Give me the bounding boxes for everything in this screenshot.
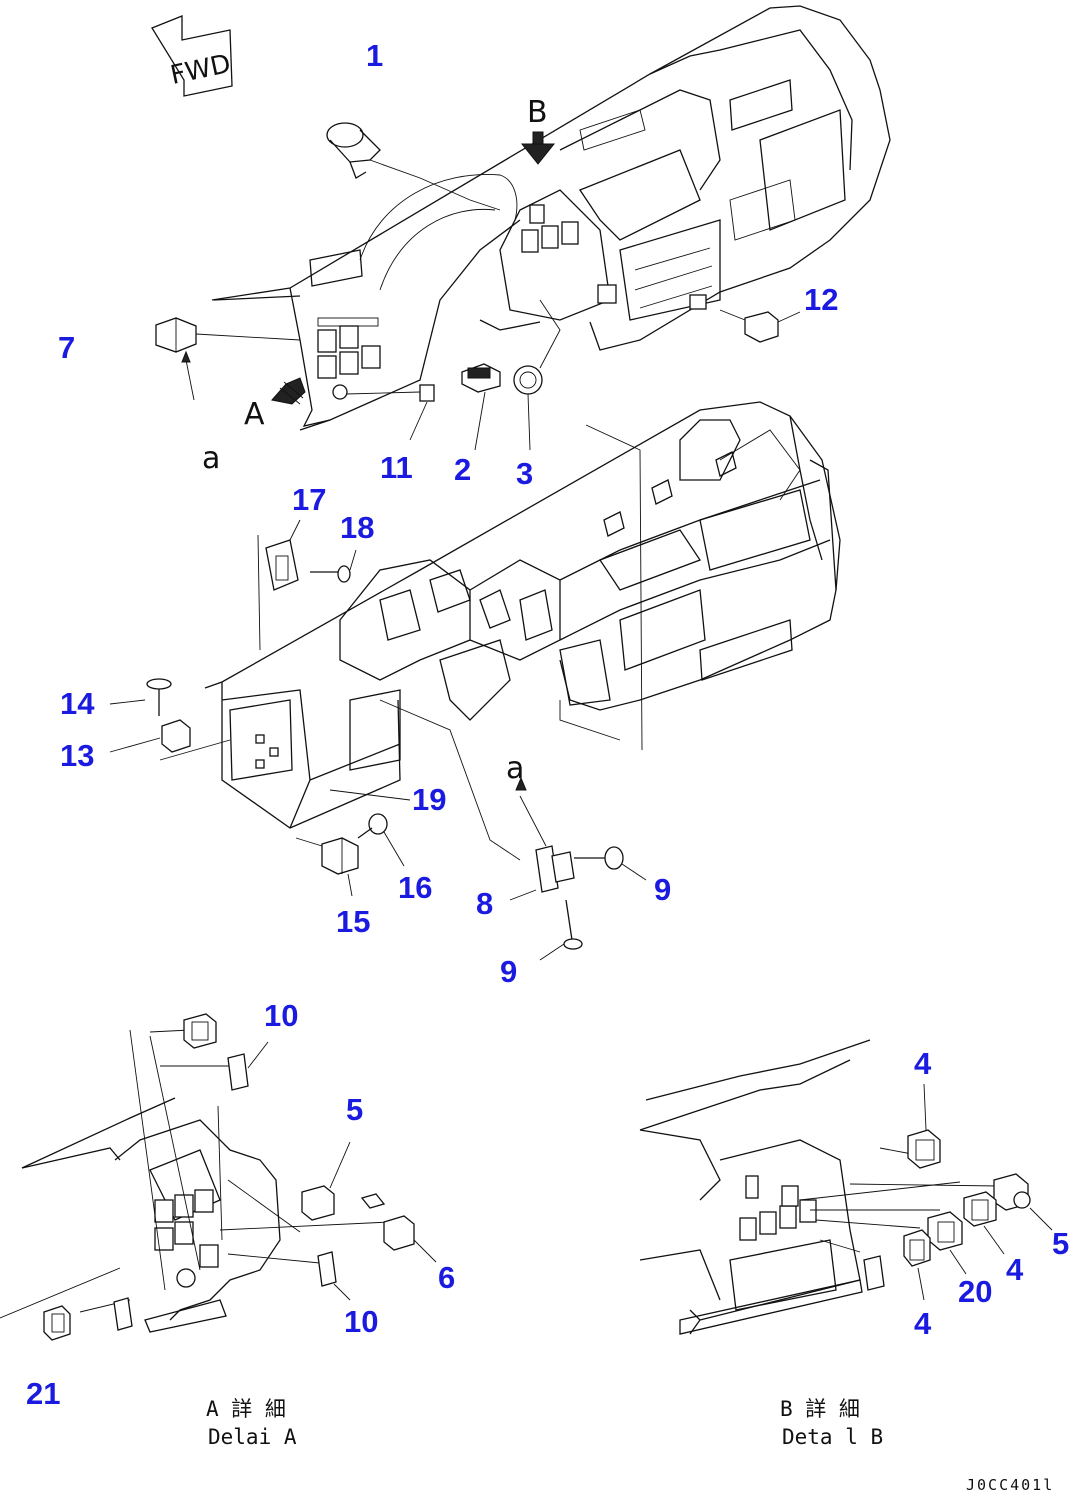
part-4-switch-low: [903, 1229, 931, 1301]
callout-7: 7: [58, 330, 75, 365]
fwd-marker: FWD: [151, 15, 234, 97]
drawing-code: J0CC401l: [966, 1476, 1054, 1494]
detail-b-view: [639, 1039, 1001, 1335]
part-21-switch: [43, 1297, 133, 1341]
part-16-screw: [357, 813, 405, 867]
part-7-switch: [155, 317, 301, 401]
detail-captions: A 詳 細 Delai A B 詳 細 Deta l B: [206, 1397, 883, 1449]
callout-18: 18: [340, 510, 374, 545]
part-10-cover-upper: [227, 1041, 269, 1091]
view-a-mark-bottom: a: [506, 751, 524, 786]
dashboard-cover-assembly: [211, 5, 891, 431]
part-18-screw: [310, 549, 357, 583]
callout-3: 3: [516, 456, 533, 491]
callout-10-lower: 10: [344, 1304, 378, 1339]
view-a-letter: A: [244, 397, 265, 432]
callout-19: 19: [412, 782, 446, 817]
part-14-screw: [109, 678, 172, 716]
part-13-clip: [109, 719, 191, 753]
part-5-switch-b: [993, 1173, 1053, 1231]
detail-b-caption-jp: B 詳 細: [780, 1397, 860, 1421]
part-17-bracket: [265, 519, 301, 591]
callout-16: 16: [398, 870, 432, 905]
part-10-cover-lower: [317, 1251, 351, 1301]
detail-b-caption-en: Deta l B: [782, 1425, 883, 1449]
part-9-screw-upper: [574, 846, 647, 881]
detail-a-caption-jp: A 詳 細: [206, 1397, 286, 1421]
callout-4-mid: 4: [1006, 1252, 1024, 1287]
detail-b-cover: [863, 1255, 885, 1291]
part-19-frame-leader: [329, 789, 411, 801]
callout-12: 12: [804, 282, 838, 317]
part-5-switch-a: [301, 1141, 351, 1221]
callout-4-top: 4: [914, 1046, 932, 1081]
callout-4-low: 4: [914, 1306, 932, 1341]
callout-5-detail-b: 5: [1052, 1226, 1069, 1261]
part-9-screw-lower: [539, 899, 583, 961]
callout-10-upper: 10: [264, 998, 298, 1033]
part-4-switch-top: [907, 1083, 941, 1169]
callout-6: 6: [438, 1260, 455, 1295]
callout-8: 8: [476, 886, 493, 921]
callout-9-lower: 9: [500, 954, 517, 989]
callout-2: 2: [454, 452, 471, 487]
callout-14: 14: [60, 686, 95, 721]
detail-a-switch-top: [183, 1013, 217, 1049]
view-b-letter: B: [527, 95, 548, 130]
part-11-cap: [345, 384, 435, 441]
view-a-mark-top: a: [202, 441, 220, 476]
part-4-switch-mid: [963, 1191, 1005, 1255]
part-1-lamp: [326, 122, 501, 211]
view-a-arrow: A: [244, 377, 306, 432]
part-12-connector: [719, 309, 801, 343]
part-3-knob: [513, 299, 561, 451]
callout-20: 20: [958, 1274, 992, 1309]
callout-numbers: 1 2 3 7 11 12 17 18 14 13 19 16 15 8 9 9…: [26, 38, 1069, 1411]
callout-13: 13: [60, 738, 94, 773]
part-20-switch: [927, 1211, 967, 1275]
part-15-relay: [295, 837, 359, 897]
callout-1: 1: [366, 38, 383, 73]
part-6-switch: [360, 1193, 437, 1263]
callout-21: 21: [26, 1376, 60, 1411]
callout-5-detail-a: 5: [346, 1092, 363, 1127]
callout-17: 17: [292, 482, 326, 517]
dashboard-frame: [159, 401, 841, 861]
detail-a-caption-en: Delai A: [208, 1425, 297, 1449]
callout-11: 11: [380, 450, 413, 485]
callout-15: 15: [336, 904, 370, 939]
callout-9-upper: 9: [654, 872, 671, 907]
detail-a-view: [0, 1029, 391, 1333]
part-8-bracket: [509, 776, 575, 901]
part-2-switch: [461, 363, 501, 451]
view-b-arrow: B: [520, 95, 556, 165]
fwd-label: FWD: [168, 49, 234, 91]
